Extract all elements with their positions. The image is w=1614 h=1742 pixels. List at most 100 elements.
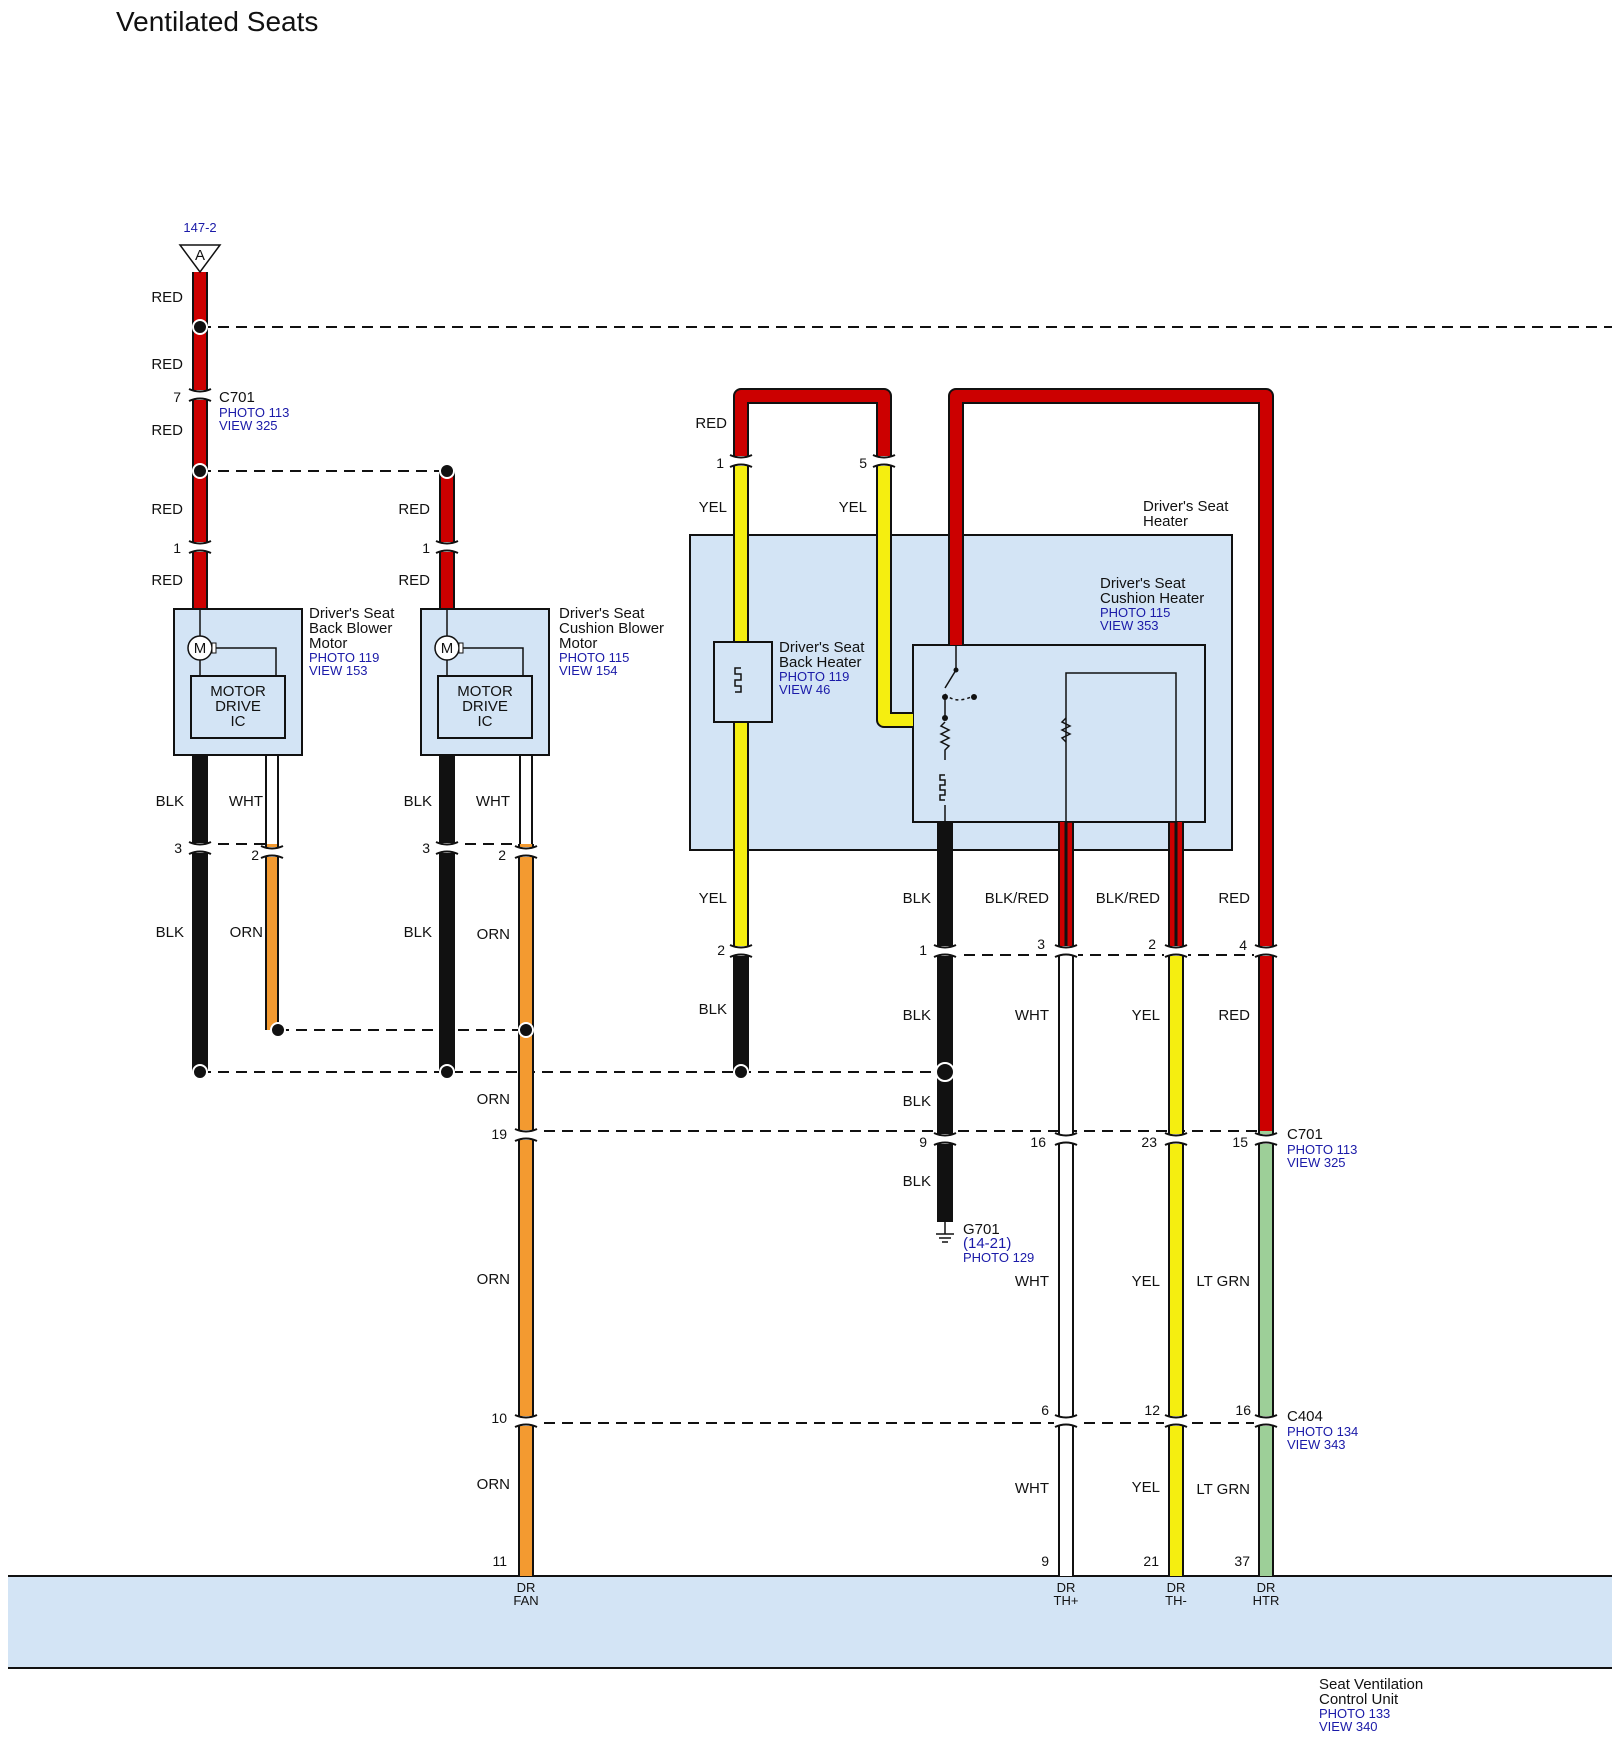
connector-break <box>1164 1416 1188 1426</box>
ic-label: IC <box>478 713 493 730</box>
view-ref: VIEW 153 <box>309 663 368 678</box>
back-heater-element: Driver's Seat Back Heater PHOTO 119 VIEW… <box>713 639 865 723</box>
connector-break <box>1254 1416 1278 1426</box>
pin-number: 16 <box>1030 1134 1046 1150</box>
wire-label: YEL <box>1132 1273 1160 1290</box>
pin-number: 11 <box>492 1553 507 1569</box>
wire-label: YEL <box>839 499 867 516</box>
wire <box>735 390 890 459</box>
component-name: Control Unit <box>1319 1691 1399 1708</box>
component-name: Back Heater <box>779 654 862 671</box>
view-ref: VIEW 46 <box>779 682 830 697</box>
pin-number: 19 <box>491 1126 507 1142</box>
wire-color-labels: RED RED RED RED RED RED RED BLK WHT BLK … <box>151 289 1250 1498</box>
component-name: Heater <box>1143 513 1188 530</box>
pin-number: 7 <box>173 389 181 405</box>
pin-number: 15 <box>1232 1134 1248 1150</box>
terminal-label: TH- <box>1165 1593 1187 1608</box>
view-ref: VIEW 154 <box>559 663 618 678</box>
pin-number: 23 <box>1141 1134 1157 1150</box>
splice-dot <box>192 319 208 335</box>
component-name: Driver's Seat <box>559 605 645 622</box>
wire-label: BLK <box>404 924 432 941</box>
wires <box>192 272 1274 1576</box>
component-name: Driver's Seat <box>1143 498 1229 515</box>
photo-ref: PHOTO 113 <box>219 405 289 420</box>
motor-symbol: M <box>441 640 454 657</box>
wire-label: RED <box>151 289 183 306</box>
ic-label: DRIVE <box>462 698 508 715</box>
photo-ref: PHOTO 119 <box>309 650 379 665</box>
pin-number: 2 <box>498 847 506 863</box>
connector-break <box>1164 1134 1188 1144</box>
wire-label: YEL <box>699 499 727 516</box>
connector-break <box>933 946 957 956</box>
connector-break <box>435 843 459 853</box>
wire-label: RED <box>151 422 183 439</box>
photo-ref: PHOTO 134 <box>1287 1424 1358 1439</box>
pin-number: 4 <box>1239 937 1247 953</box>
wire <box>950 390 1272 1131</box>
pin-number: 6 <box>1041 1402 1049 1418</box>
pin-number: 3 <box>174 840 182 856</box>
pin-number: 9 <box>919 1134 927 1150</box>
wire-label: RED <box>398 501 430 518</box>
connector-name: C701 <box>1287 1126 1323 1143</box>
connector-break <box>1164 946 1188 956</box>
connector-break <box>188 390 212 400</box>
dashed-lines <box>200 326 1612 1424</box>
component-name: Motor <box>309 635 347 652</box>
cushion-heater-internals: Driver's Seat Cushion Heater PHOTO 115 V… <box>939 498 1229 823</box>
wire-label: ORN <box>477 1476 510 1493</box>
component-name: Cushion Blower <box>559 620 664 637</box>
view-ref: VIEW 343 <box>1287 1437 1346 1452</box>
motor-symbol: M <box>194 640 207 657</box>
pin-number: 1 <box>173 540 181 556</box>
component-name: Seat Ventilation <box>1319 1676 1423 1693</box>
ic-label: IC <box>231 713 246 730</box>
wire-label: YEL <box>699 890 727 907</box>
terminal-label: DR <box>1057 1580 1076 1595</box>
connector-break <box>1054 946 1078 956</box>
splice-dot <box>270 1022 286 1038</box>
wire-label: BLK <box>156 793 184 810</box>
wire-label: LT GRN <box>1196 1481 1250 1498</box>
photo-ref: PHOTO 115 <box>559 650 629 665</box>
wire-label: YEL <box>1132 1479 1160 1496</box>
pin-number: 2 <box>251 847 259 863</box>
connector-break <box>514 847 538 857</box>
ic-label: DRIVE <box>215 698 261 715</box>
connector-break <box>514 1416 538 1426</box>
component-name: Driver's Seat <box>779 639 865 656</box>
terminal-label: TH+ <box>1054 1593 1079 1608</box>
ic-label: MOTOR <box>457 683 513 700</box>
connector-break <box>1254 1134 1278 1144</box>
pin-number: 1 <box>716 455 724 471</box>
wire-label: RED <box>151 572 183 589</box>
wire-outline <box>733 388 892 459</box>
pin-number: 3 <box>422 840 430 856</box>
photo-ref: PHOTO 133 <box>1319 1706 1390 1721</box>
wire-label: RED <box>151 501 183 518</box>
wire-label: WHT <box>229 793 263 810</box>
cushion-blower-motor: M MOTOR DRIVE IC Driver's Seat Cushion B… <box>420 605 664 756</box>
pin-number: 5 <box>859 455 867 471</box>
connector-break <box>933 1134 957 1144</box>
ground-g701: G701 (14-21) PHOTO 129 <box>936 1221 1034 1265</box>
terminal-label: FAN <box>513 1593 538 1608</box>
wire-label: ORN <box>230 924 263 941</box>
terminal-label: DR <box>517 1580 536 1595</box>
wire-label: ORN <box>477 1091 510 1108</box>
pin-number: 12 <box>1144 1402 1160 1418</box>
connector-name: C701 <box>219 389 255 406</box>
ic-label: MOTOR <box>210 683 266 700</box>
splice-dot <box>439 1064 455 1080</box>
connector-name: C404 <box>1287 1408 1323 1425</box>
pin-number: 2 <box>717 942 725 958</box>
wire-label: BLK <box>903 1173 931 1190</box>
wire-label: WHT <box>1015 1480 1049 1497</box>
offpage-connector-a: A 147-2 <box>178 220 222 274</box>
splice-dots <box>192 319 955 1082</box>
pin-number: 10 <box>491 1410 507 1426</box>
connector-break <box>188 843 212 853</box>
